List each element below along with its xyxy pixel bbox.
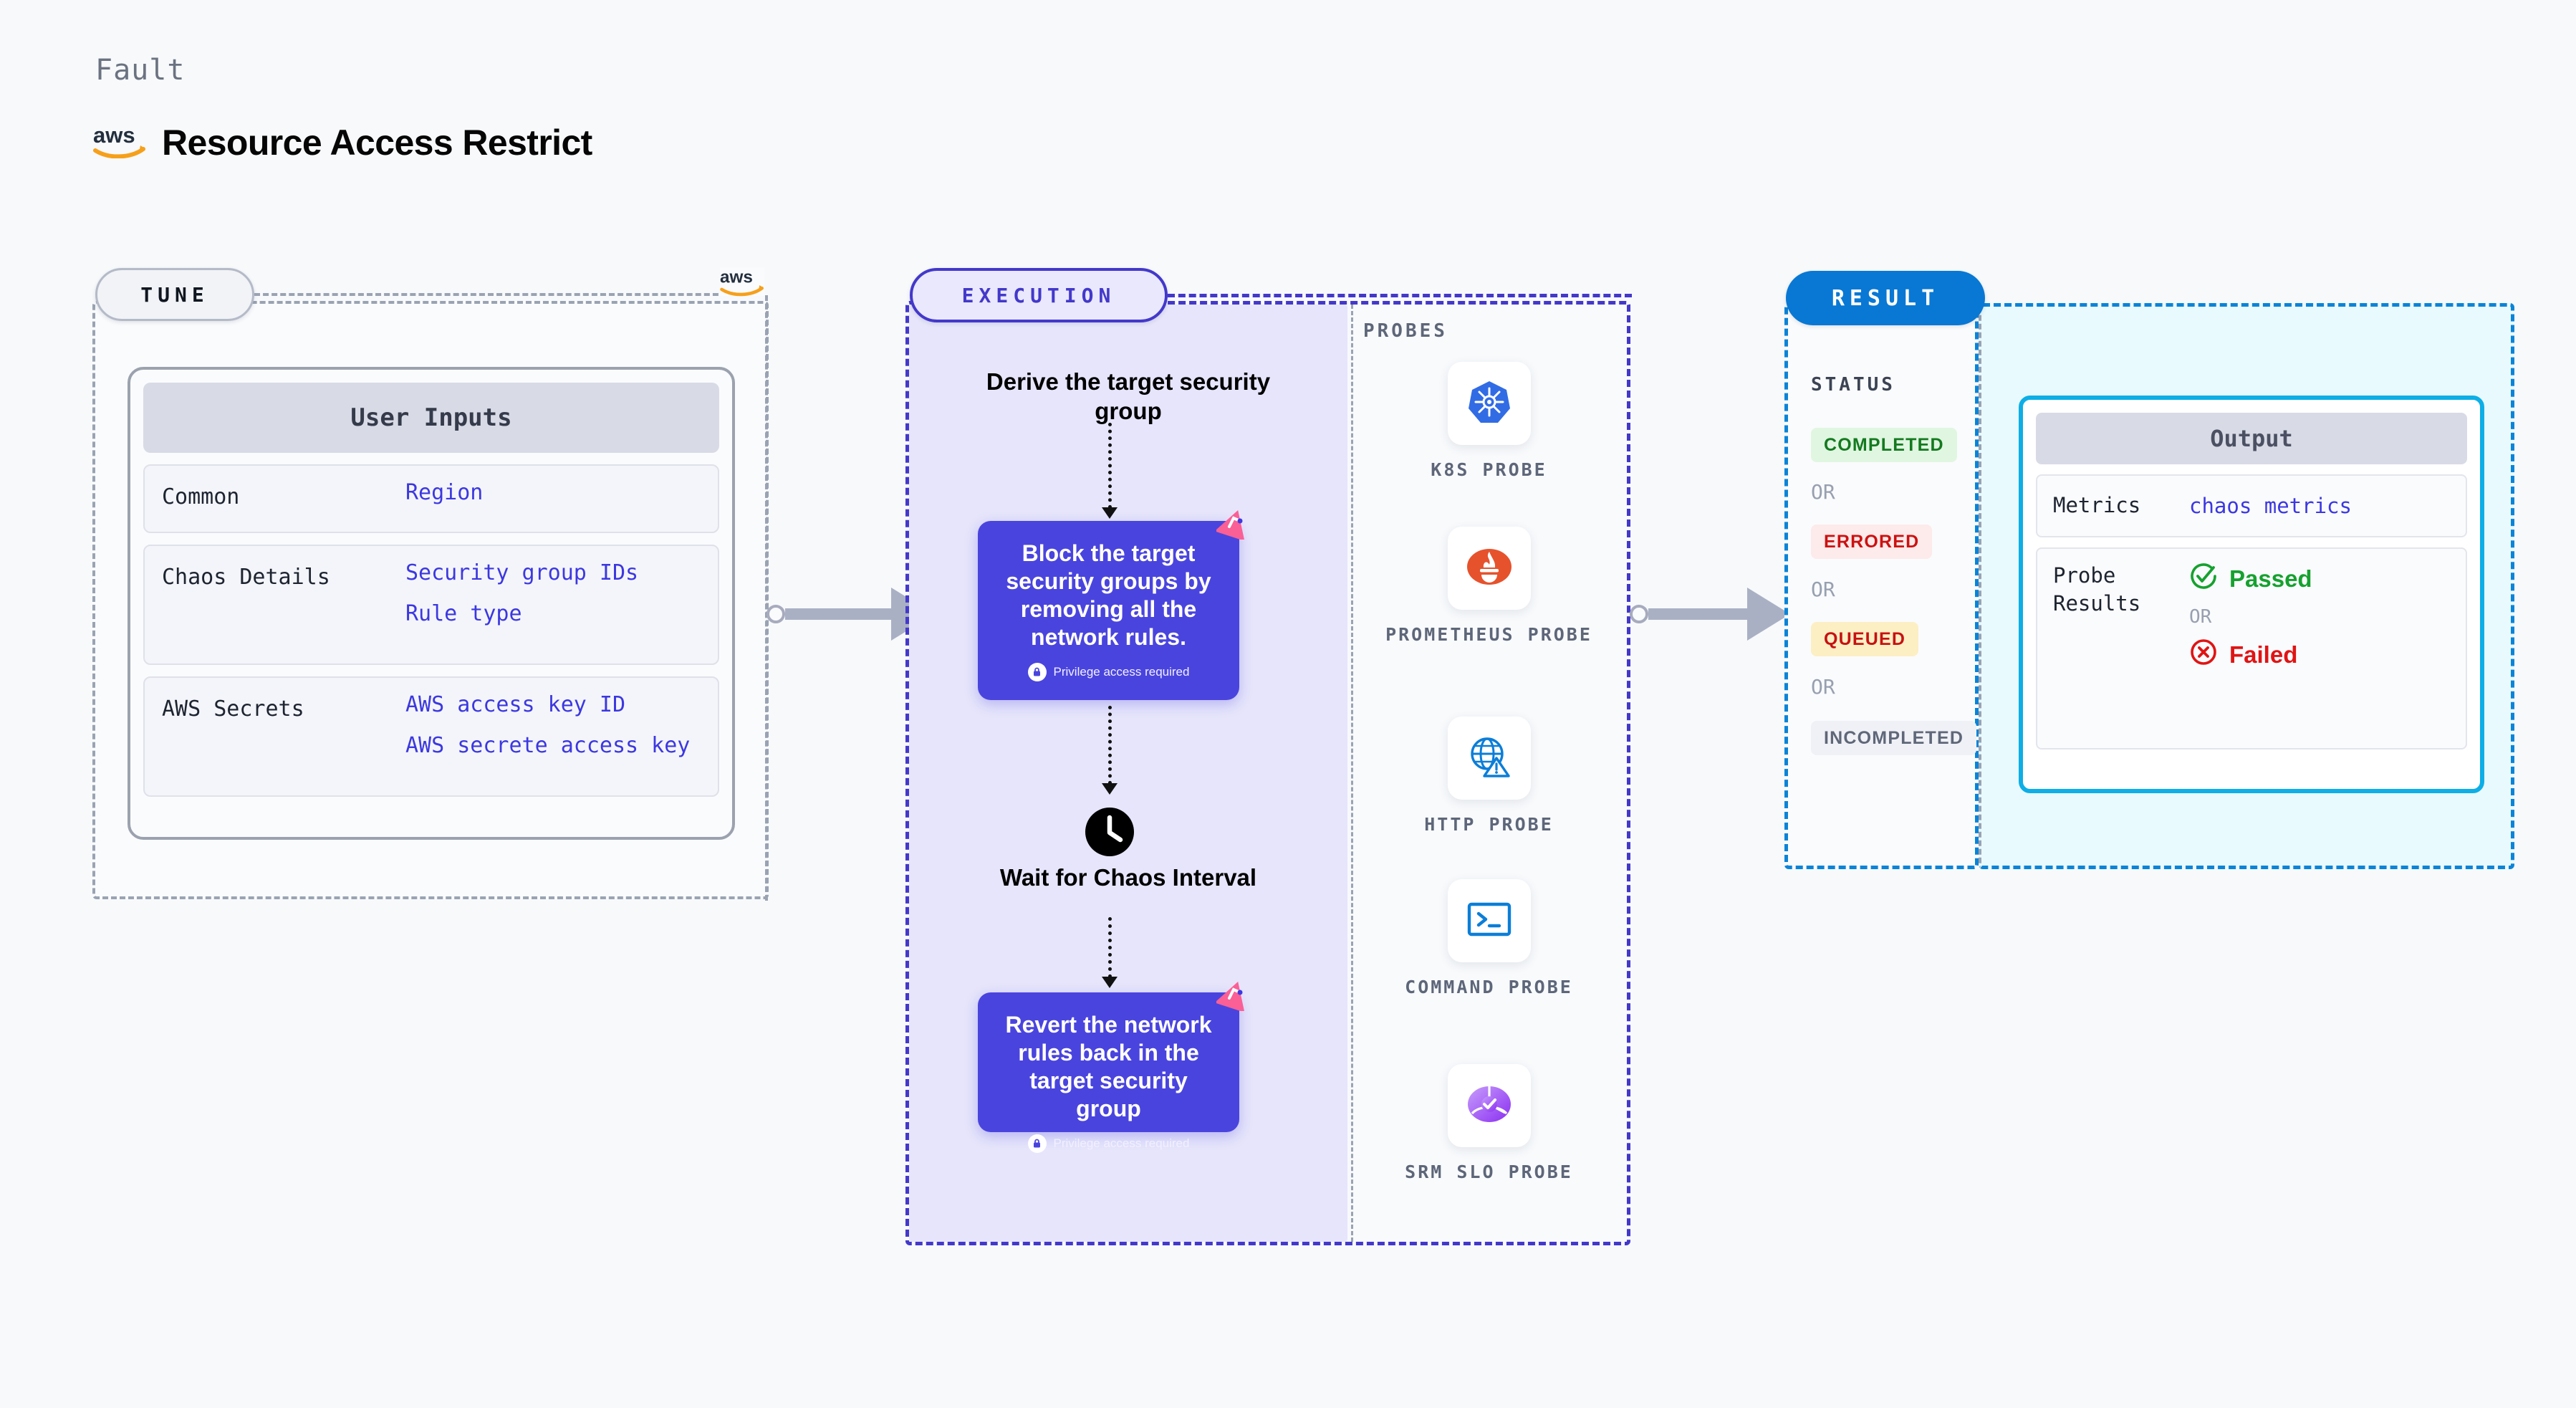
privilege-note: Privilege access required — [996, 1134, 1221, 1154]
input-value[interactable]: AWS access key ID — [405, 692, 626, 717]
probe-tile — [1447, 1064, 1531, 1147]
input-value[interactable]: Rule type — [405, 601, 522, 626]
output-row-metrics: Metrics chaos metrics — [2036, 474, 2467, 537]
probe-result-label: Failed — [2229, 641, 2298, 668]
input-row-key: Common — [162, 484, 240, 509]
probe-label: SRM SLO PROBE — [1405, 1162, 1573, 1182]
probe-tile — [1447, 527, 1531, 610]
arrow-shaft — [1648, 608, 1749, 620]
status-label: STATUS — [1811, 374, 1895, 396]
user-inputs-card: User Inputs Common Region Chaos Details … — [128, 367, 735, 840]
input-value[interactable]: AWS secrete access key — [405, 733, 691, 758]
step-derive-title: Derive the target security group — [986, 368, 1271, 424]
flow-arrowhead-icon — [1102, 507, 1118, 519]
privilege-note: Privilege access required — [996, 663, 1221, 682]
result-badge: RESULT — [1786, 271, 1985, 325]
output-row-key: Metrics — [2053, 493, 2141, 518]
kubernetes-icon — [1466, 378, 1513, 429]
litmus-chaos-icon — [1214, 980, 1251, 1015]
probe-prometheus[interactable]: PROMETHEUS PROBE — [1351, 527, 1627, 647]
arrow-start-dot — [766, 605, 785, 623]
probe-srm-slo[interactable]: SRM SLO PROBE — [1351, 1064, 1627, 1184]
probe-command[interactable]: COMMAND PROBE — [1351, 879, 1627, 1000]
probe-tile — [1447, 717, 1531, 800]
check-circle-icon — [2189, 562, 2218, 596]
status-badge-errored: ERRORED — [1811, 525, 1933, 559]
flow-arrowhead-icon — [1102, 783, 1118, 795]
tune-right-divider — [765, 295, 768, 901]
probe-label: COMMAND PROBE — [1405, 977, 1573, 997]
input-value[interactable]: Region — [405, 480, 484, 505]
status-badge-queued: QUEUED — [1811, 622, 1919, 656]
flow-arrow-execution-to-result — [1630, 588, 1809, 641]
arrow-shaft — [785, 608, 893, 620]
fault-kicker: Fault — [95, 54, 186, 87]
step-wait-title: Wait for Chaos Interval — [999, 864, 1257, 891]
litmus-chaos-icon — [1214, 508, 1251, 543]
status-or: OR — [1811, 675, 1835, 699]
flow-arrowhead-icon — [1102, 977, 1118, 988]
clock-icon — [1084, 806, 1135, 861]
terminal-icon — [1467, 901, 1512, 942]
input-row-key: Chaos Details — [162, 565, 330, 590]
prometheus-icon — [1466, 543, 1513, 594]
aws-logo-icon: aws — [720, 267, 764, 300]
status-badge-incompleted: INCOMPLETED — [1811, 721, 1977, 755]
tune-badge: TUNE — [95, 268, 254, 321]
svg-text:aws: aws — [720, 268, 753, 287]
output-row-key: Probe Results — [2053, 563, 2141, 616]
chaos-step-text: Block the target security groups by remo… — [1006, 540, 1211, 651]
status-or: OR — [1811, 480, 1835, 504]
probe-result-passed: Passed — [2189, 562, 2312, 596]
srm-slo-icon — [1466, 1083, 1512, 1129]
output-title: Output — [2036, 413, 2467, 464]
fault-title-row: aws Resource Access Restrict — [93, 122, 592, 163]
output-row-value[interactable]: chaos metrics — [2189, 494, 2352, 518]
output-row-probe-results: Probe Results Passed OR — [2036, 547, 2467, 750]
svg-text:aws: aws — [93, 124, 135, 148]
page-title: Resource Access Restrict — [162, 123, 592, 163]
execution-connector-line — [1168, 294, 1632, 297]
input-row-common: Common Region — [143, 464, 719, 533]
execution-section — [905, 301, 1630, 1245]
arrow-start-dot — [1630, 605, 1648, 623]
lock-icon — [1027, 1134, 1047, 1154]
arrow-head-icon — [1747, 588, 1790, 641]
http-globe-warning-icon — [1467, 734, 1512, 782]
probe-tile — [1447, 879, 1531, 962]
probes-label: PROBES — [1363, 320, 1448, 342]
input-row-chaos-details: Chaos Details Security group IDs Rule ty… — [143, 545, 719, 665]
lock-icon — [1027, 663, 1047, 682]
input-row-key: AWS Secrets — [162, 696, 304, 722]
aws-logo-icon: aws — [93, 123, 146, 162]
x-circle-icon — [2189, 638, 2218, 672]
probe-label: HTTP PROBE — [1424, 814, 1554, 835]
input-value[interactable]: Security group IDs — [405, 560, 639, 585]
status-badge-completed: COMPLETED — [1811, 428, 1957, 462]
tune-connector-line — [254, 293, 727, 296]
status-or: OR — [1811, 578, 1835, 601]
execution-badge: EXECUTION — [910, 268, 1168, 322]
flow-line-wait-to-revert — [1108, 917, 1112, 978]
probe-result-failed: Failed — [2189, 638, 2312, 672]
flow-line-derive-to-block — [1108, 423, 1112, 509]
probe-label: PROMETHEUS PROBE — [1385, 624, 1592, 645]
probe-tile — [1447, 362, 1531, 445]
user-inputs-title: User Inputs — [143, 383, 719, 453]
privilege-text: Privilege access required — [1053, 1136, 1190, 1151]
probe-result-or: OR — [2189, 606, 2212, 628]
chaos-step-revert-network-rules[interactable]: Revert the network rules back in the tar… — [978, 981, 1245, 1154]
privilege-text: Privilege access required — [1053, 665, 1190, 679]
input-row-aws-secrets: AWS Secrets AWS access key ID AWS secret… — [143, 676, 719, 797]
flow-line-block-to-wait — [1108, 706, 1112, 785]
chaos-step-text: Revert the network rules back in the tar… — [1005, 1012, 1212, 1122]
probe-result-label: Passed — [2229, 565, 2312, 592]
probe-label: K8S PROBE — [1431, 459, 1547, 480]
output-card: Output Metrics chaos metrics Probe Resul… — [2019, 396, 2484, 793]
chaos-step-block-security-groups[interactable]: Block the target security groups by remo… — [978, 509, 1245, 700]
probe-http[interactable]: HTTP PROBE — [1351, 717, 1627, 837]
probe-k8s[interactable]: K8S PROBE — [1351, 362, 1627, 482]
